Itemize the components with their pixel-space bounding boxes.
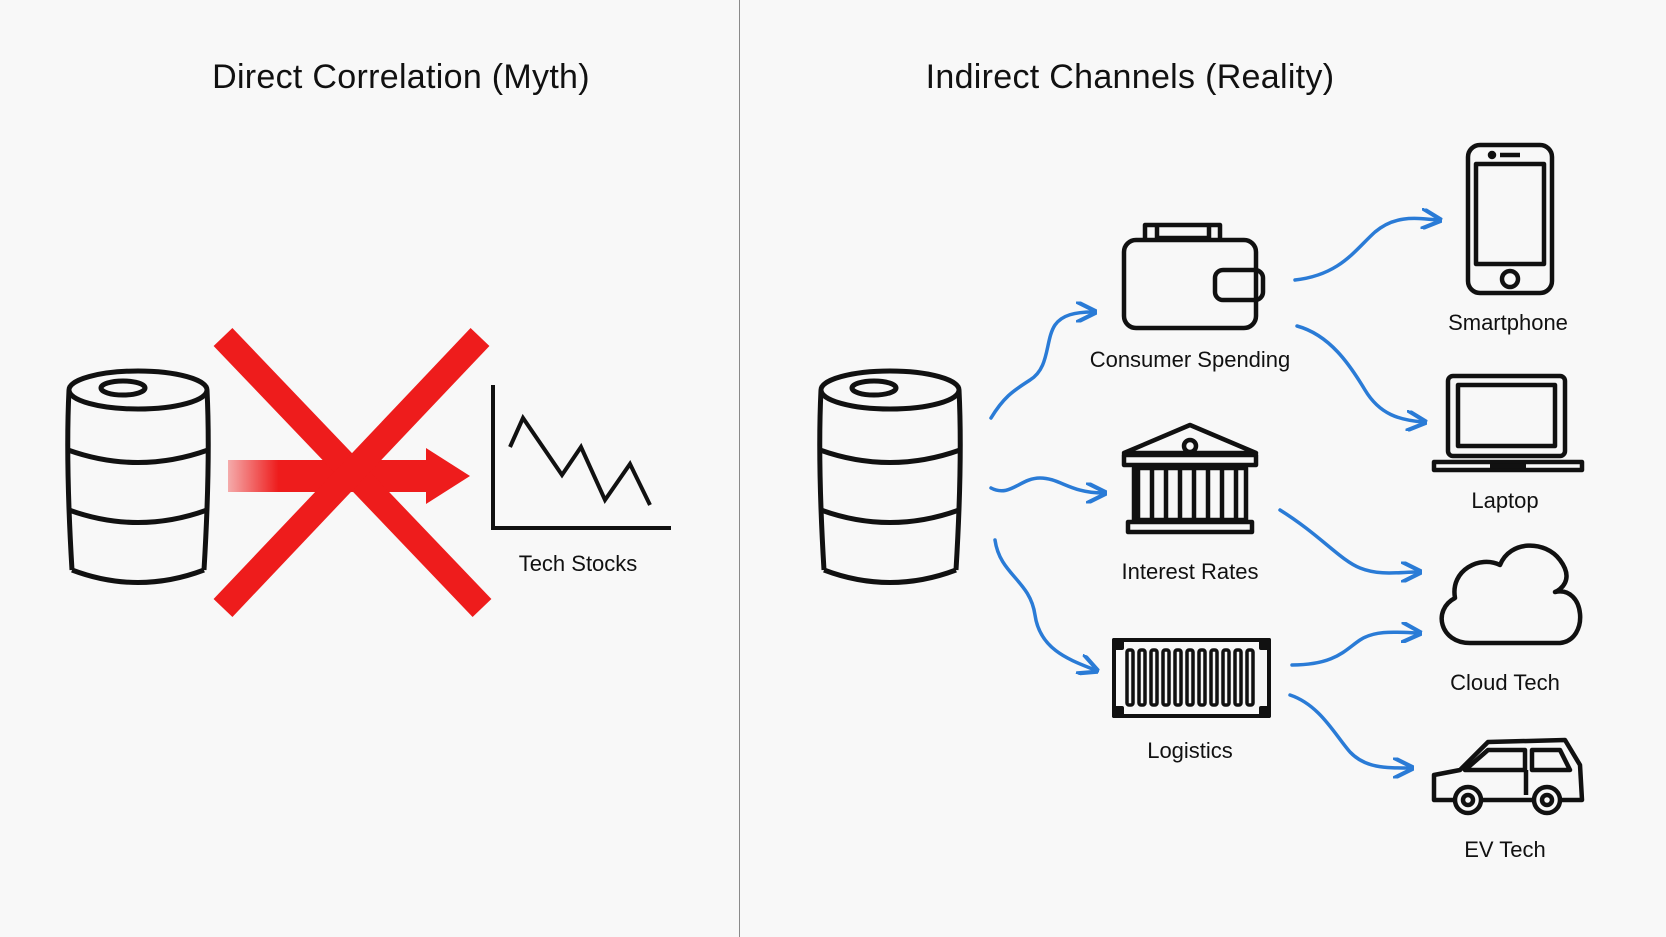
- arrow-to-smartphone: [1293, 218, 1438, 282]
- arrow-to-cloud-tech-from-logistics: [1290, 632, 1418, 667]
- ev-tech-label: EV Tech: [1464, 837, 1546, 862]
- panel-divider: [739, 0, 740, 937]
- smartphone-icon: [1465, 142, 1555, 296]
- cloud-icon: [1439, 543, 1583, 646]
- laptop-icon: [1431, 373, 1585, 473]
- laptop-label: Laptop: [1471, 488, 1539, 513]
- wallet-icon: [1121, 222, 1266, 331]
- interest-rates-label: Interest Rates: [1121, 559, 1259, 584]
- consumer-spending-label: Consumer Spending: [1089, 347, 1291, 372]
- oil-barrel-icon: [65, 368, 211, 585]
- tech-stocks-label: Tech Stocks: [518, 551, 638, 576]
- channel-arrows: [989, 312, 1103, 670]
- red-cross-icon: [213, 328, 492, 617]
- left-panel-title: Direct Correlation (Myth): [212, 58, 590, 96]
- arrow-to-consumer-spending: [989, 312, 1093, 420]
- oil-barrel-icon: [817, 368, 963, 585]
- direct-arrow: [228, 448, 470, 504]
- arrow-to-ev-tech: [1288, 693, 1410, 768]
- smartphone-label: Smartphone: [1448, 310, 1568, 335]
- arrow-to-laptop: [1295, 324, 1423, 422]
- bank-icon: [1121, 422, 1259, 535]
- arrow-to-logistics: [993, 538, 1095, 670]
- car-icon: [1431, 737, 1585, 816]
- logistics-label: Logistics: [1147, 738, 1233, 763]
- cloud-tech-label: Cloud Tech: [1450, 670, 1560, 695]
- right-panel-title: Indirect Channels (Reality): [925, 58, 1335, 96]
- outcome-arrows: [1278, 218, 1438, 768]
- arrow-to-interest-rates: [989, 476, 1103, 493]
- declining-line-chart-icon: [491, 385, 671, 530]
- shipping-container-icon: [1112, 638, 1271, 718]
- arrow-to-cloud-tech: [1278, 508, 1418, 573]
